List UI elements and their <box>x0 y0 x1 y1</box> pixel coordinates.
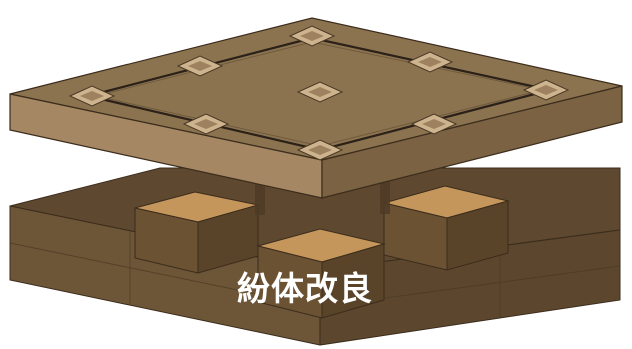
soil-block-right <box>382 185 510 271</box>
soil-block-right-side <box>446 200 509 271</box>
footing-recess <box>288 25 336 47</box>
footing-recess <box>522 79 570 101</box>
soil-block-center <box>256 228 386 319</box>
soil-block-left <box>134 191 259 274</box>
footing-recess <box>68 85 116 107</box>
footing-recesses <box>68 25 570 161</box>
support-columns <box>255 175 390 215</box>
footing-recess <box>410 113 458 135</box>
ground-right-face <box>319 229 621 346</box>
footing-recess <box>176 55 224 77</box>
soil-block-center-side <box>321 243 385 319</box>
footing-recess <box>182 113 230 135</box>
slab-side-face <box>321 85 623 199</box>
footing-recess <box>296 81 344 103</box>
footing-recess <box>296 139 344 161</box>
diagram-caption: 紛体改良 <box>237 269 373 308</box>
foundation-slab <box>9 17 623 199</box>
footing-recess <box>406 51 454 73</box>
